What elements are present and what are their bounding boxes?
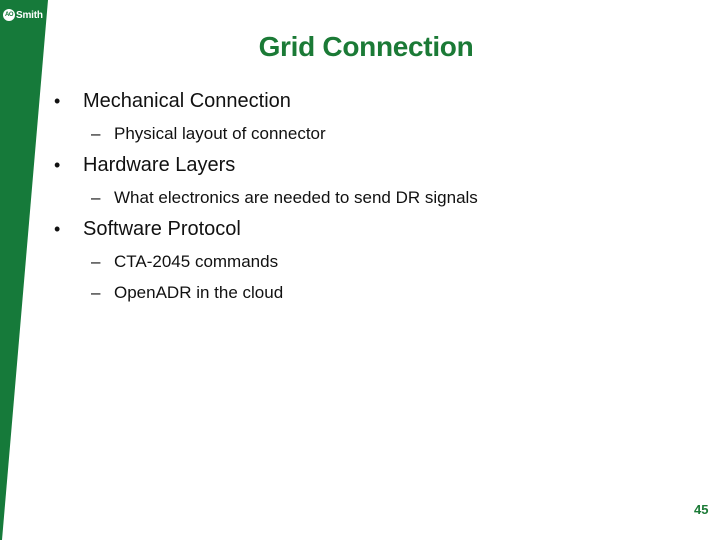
bullet-icon: •: [54, 155, 61, 175]
sub-bullet-text: CTA-2045 commands: [114, 252, 279, 271]
bullet-text: Software Protocol: [83, 218, 241, 240]
slide-title: Grid Connection: [258, 31, 474, 62]
bullet-item: • Software Protocol: [54, 216, 478, 242]
dash-icon: –: [91, 283, 101, 302]
sub-bullet-item: – CTA-2045 commands: [54, 251, 478, 273]
ao-logo-icon: AO: [3, 9, 15, 21]
bullet-item: • Mechanical Connection: [54, 88, 478, 114]
sub-bullet-item: – OpenADR in the cloud: [54, 282, 478, 304]
dash-icon: –: [91, 252, 101, 271]
ao-smith-logo: AO Smith: [3, 9, 43, 21]
dash-icon: –: [91, 124, 101, 143]
page-number: 45: [694, 502, 709, 517]
bullet-text: Hardware Layers: [83, 154, 236, 176]
sub-bullet-text: OpenADR in the cloud: [114, 283, 284, 302]
bullet-list: • Mechanical Connection – Physical layou…: [54, 88, 478, 304]
sub-bullet-text: Physical layout of connector: [114, 124, 326, 143]
bullet-icon: •: [54, 91, 61, 111]
sub-bullet-item: – Physical layout of connector: [54, 123, 478, 145]
logo-text: Smith: [16, 9, 43, 21]
sub-bullet-item: – What electronics are needed to send DR…: [54, 187, 478, 209]
bullet-item: • Hardware Layers: [54, 152, 478, 178]
dash-icon: –: [91, 188, 101, 207]
sub-bullet-text: What electronics are needed to send DR s…: [114, 188, 478, 207]
bullet-text: Mechanical Connection: [83, 90, 291, 112]
bullet-icon: •: [54, 219, 61, 239]
